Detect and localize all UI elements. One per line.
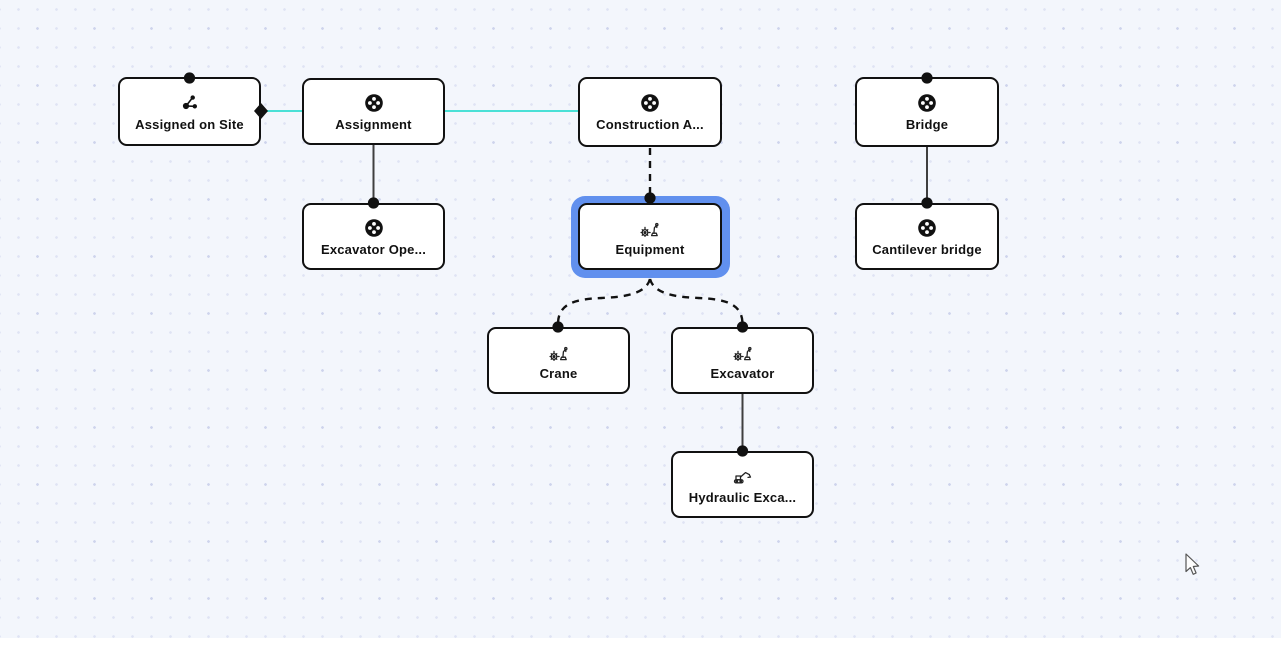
node-assigned-on-site[interactable]: Assigned on Site (118, 77, 261, 146)
node-label: Assignment (335, 116, 412, 132)
class-icon (917, 217, 937, 239)
node-equipment[interactable]: Equipment (578, 203, 722, 270)
class-icon (364, 217, 384, 239)
machine-icon (548, 341, 570, 363)
machine-icon (639, 217, 661, 239)
edge-equipment-to-crane[interactable] (556, 278, 652, 325)
node-cantilever-bridge[interactable]: Cantilever bridge (855, 203, 999, 270)
node-label: Hydraulic Exca... (688, 489, 797, 505)
node-label: Excavator Ope... (320, 241, 427, 257)
node-label: Bridge (905, 117, 949, 132)
node-label: Equipment (615, 241, 685, 257)
class-icon (917, 92, 937, 114)
node-assignment[interactable]: Assignment (302, 78, 445, 145)
node-excavator-operator[interactable]: Excavator Ope... (302, 203, 445, 270)
node-label: Crane (539, 365, 578, 381)
node-label: Construction A... (596, 117, 704, 132)
relation-icon (180, 92, 200, 114)
node-construction-aggregate[interactable]: Construction A... (578, 77, 722, 147)
node-bridge[interactable]: Bridge (855, 77, 999, 147)
excavator-icon (731, 465, 755, 487)
node-hydraulic-excavator[interactable]: Hydraulic Exca... (671, 451, 814, 518)
node-label: Assigned on Site (135, 116, 244, 132)
bottom-edge-strip (0, 638, 1281, 649)
machine-icon (732, 341, 754, 363)
class-icon (364, 92, 384, 114)
node-crane[interactable]: Crane (487, 327, 630, 394)
mouse-cursor-icon (1185, 553, 1202, 583)
node-label: Excavator (710, 365, 775, 381)
class-icon (640, 92, 660, 114)
node-label: Cantilever bridge (872, 241, 982, 257)
node-excavator[interactable]: Excavator (671, 327, 814, 394)
edge-equipment-to-excavator[interactable] (648, 278, 744, 325)
